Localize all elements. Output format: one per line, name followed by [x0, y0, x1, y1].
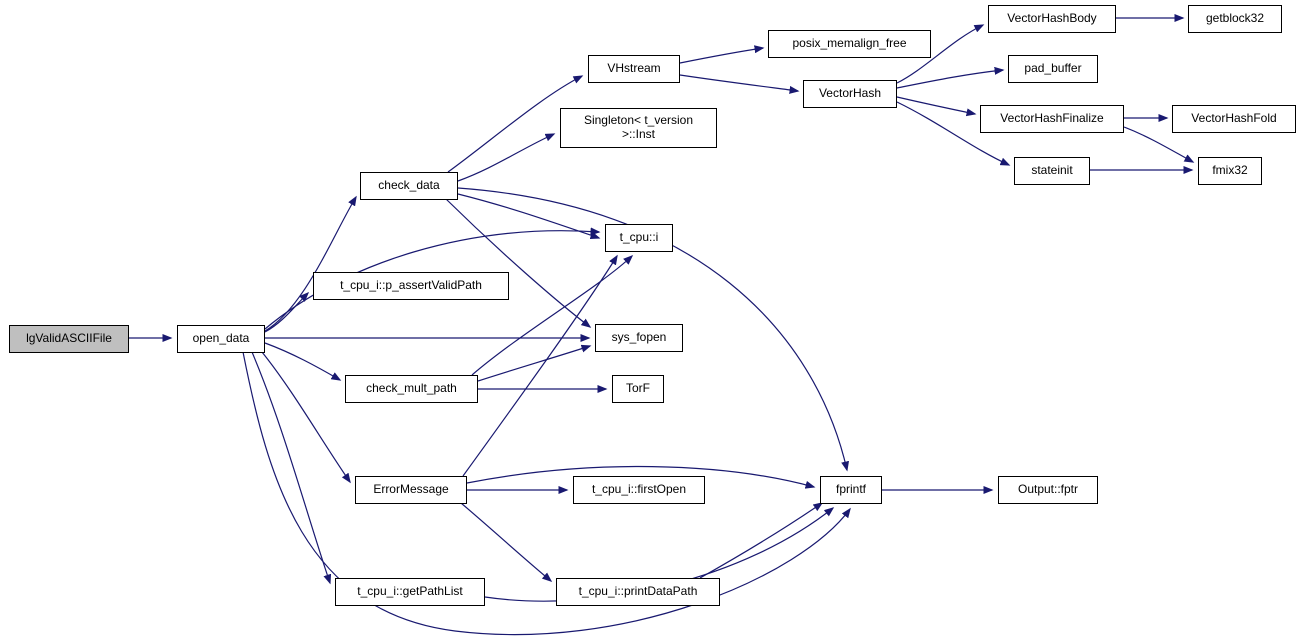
edge-printdatapath-to-fprintf: [699, 502, 824, 579]
node-vectorhashbody[interactable]: VectorHashBody: [988, 5, 1116, 33]
node-vectorhash[interactable]: VectorHash: [803, 80, 897, 108]
node-errormessage[interactable]: ErrorMessage: [355, 476, 467, 504]
edge-open-data-to-getpathlist: [251, 351, 332, 585]
edge-check-data-to-singleton-inst: [457, 133, 556, 182]
node-vectorhashfinalize[interactable]: VectorHashFinalize: [980, 105, 1124, 133]
edge-vhstream-to-vectorhash: [679, 74, 800, 94]
edge-open-data-to-t-cpu-i: [264, 227, 601, 330]
edge-vectorhash-to-pad-buffer: [896, 66, 1005, 89]
node-open-data[interactable]: open_data: [177, 325, 265, 353]
node-check-mult-path[interactable]: check_mult_path: [345, 375, 478, 403]
edge-check-data-to-fprintf: [457, 187, 849, 472]
node-printdatapath[interactable]: t_cpu_i::printDataPath: [556, 578, 720, 606]
edge-open-data-to-check-data: [264, 195, 357, 332]
edge-errormessage-to-printdatapath: [460, 502, 553, 582]
edge-vectorhashfinalize-to-fmix32: [1123, 126, 1195, 163]
edge-check-mult-path-to-t-cpu-i: [471, 254, 634, 376]
edge-open-data-to-fprintf: [242, 351, 851, 636]
edge-check-mult-path-to-sys-fopen: [477, 344, 592, 382]
node-pad-buffer[interactable]: pad_buffer: [1008, 55, 1098, 83]
edge-check-data-to-sys-fopen: [445, 198, 592, 328]
node-torf[interactable]: TorF: [612, 375, 664, 403]
node-firstopen[interactable]: t_cpu_i::firstOpen: [573, 476, 705, 504]
node-sys-fopen[interactable]: sys_fopen: [595, 324, 683, 352]
edge-check-data-to-vhstream: [447, 75, 584, 173]
edge-vectorhash-to-stateinit: [896, 101, 1011, 166]
edge-errormessage-to-fprintf: [466, 465, 816, 489]
node-vectorhashfold[interactable]: VectorHashFold: [1172, 105, 1296, 133]
node-t-cpu-i[interactable]: t_cpu::i: [605, 224, 673, 252]
node-getpathlist[interactable]: t_cpu_i::getPathList: [335, 578, 485, 606]
edge-open-data-to-check-mult-path: [264, 342, 342, 381]
edge-check-data-to-t-cpu-i: [457, 193, 601, 240]
node-fprintf[interactable]: fprintf: [820, 476, 882, 504]
edge-open-data-to-p-assertvalidpath: [264, 291, 310, 333]
node-posix-memalign-free[interactable]: posix_memalign_free: [768, 30, 931, 58]
node-stateinit[interactable]: stateinit: [1014, 157, 1090, 185]
node-singleton-inst[interactable]: Singleton< t_version >::Inst: [560, 108, 717, 148]
edge-vectorhash-to-vectorhashbody: [896, 24, 985, 84]
node-fmix32[interactable]: fmix32: [1198, 157, 1262, 185]
node-vhstream[interactable]: VHstream: [588, 55, 680, 83]
edge-open-data-to-errormessage: [261, 351, 351, 484]
node-check-data[interactable]: check_data: [360, 172, 458, 200]
node-p-assertvalidpath[interactable]: t_cpu_i::p_assertValidPath: [313, 272, 509, 300]
node-lgvalidasciifile[interactable]: lgValidASCIIFile: [9, 325, 129, 353]
edge-vhstream-to-posix-memalign-free: [679, 45, 765, 64]
edge-vectorhash-to-vectorhashfinalize: [896, 96, 977, 117]
node-output-fptr[interactable]: Output::fptr: [998, 476, 1098, 504]
node-getblock32[interactable]: getblock32: [1188, 5, 1282, 33]
edge-errormessage-to-t-cpu-i: [462, 254, 618, 477]
